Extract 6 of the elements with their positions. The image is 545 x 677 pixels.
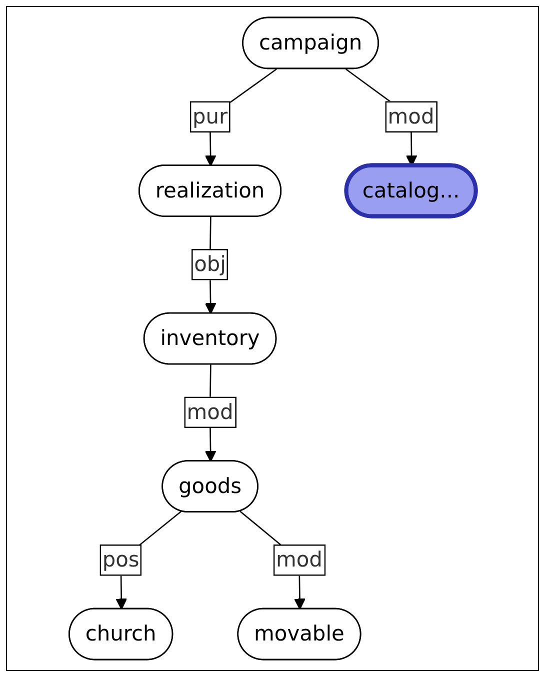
edge-label: pur (192, 104, 228, 129)
edge-label: pos (102, 547, 140, 572)
edge-label: mod (388, 104, 434, 129)
edge-label: obj (194, 252, 226, 276)
edge-label: mod (186, 399, 234, 424)
edge-label: mod (276, 547, 322, 572)
